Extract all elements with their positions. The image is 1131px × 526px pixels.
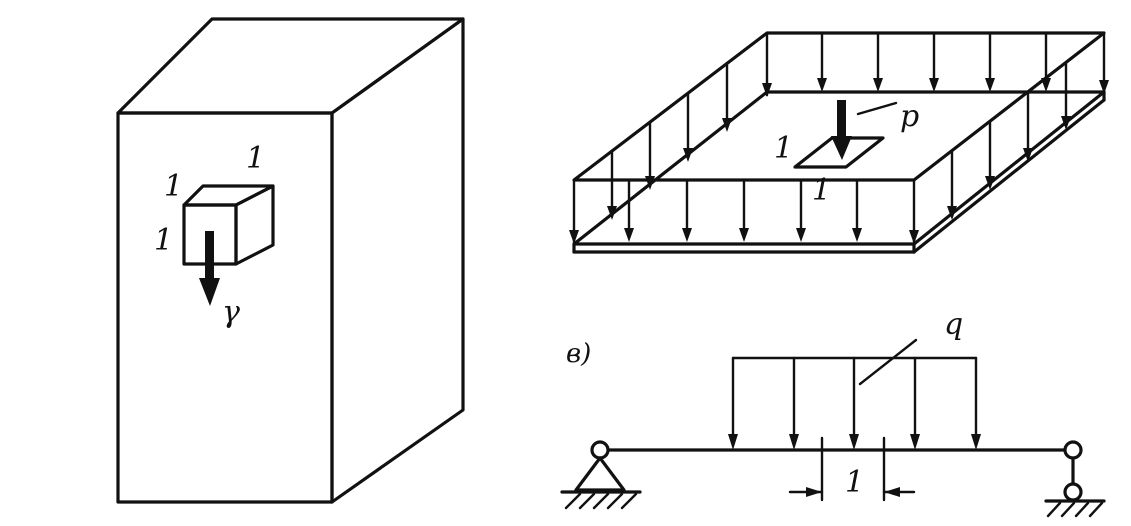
roller-support bbox=[1044, 440, 1106, 518]
area-edge-bottom-label: 1 bbox=[812, 173, 831, 208]
block-figure: 1 1 1 γ bbox=[116, 17, 465, 504]
panel-label: в) bbox=[566, 339, 591, 369]
pinned-support bbox=[560, 440, 642, 510]
plate-figure: p 1 1 bbox=[569, 31, 1109, 254]
unit-length-dimension bbox=[788, 436, 916, 502]
unit-length-label: 1 bbox=[845, 465, 864, 500]
area-edge-left-label: 1 bbox=[774, 131, 793, 166]
point-force-arrow bbox=[831, 100, 898, 160]
beam-figure: в) q bbox=[560, 307, 1106, 518]
load-leader bbox=[858, 338, 918, 386]
unit-cube bbox=[182, 184, 275, 266]
plate-load-arrows bbox=[569, 31, 1109, 244]
block-top-face bbox=[116, 17, 465, 115]
cube-edge-side-label: 1 bbox=[154, 223, 173, 258]
load-label: q bbox=[944, 307, 963, 342]
weight-label: γ bbox=[222, 295, 240, 330]
cube-edge-left-label: 1 bbox=[164, 169, 183, 204]
cube-edge-top-label: 1 bbox=[246, 141, 265, 176]
weight-arrow bbox=[199, 231, 220, 306]
beam-load-arrows bbox=[728, 356, 981, 450]
unit-area bbox=[793, 136, 885, 169]
force-label: p bbox=[900, 99, 919, 134]
block-side-face bbox=[330, 17, 465, 504]
